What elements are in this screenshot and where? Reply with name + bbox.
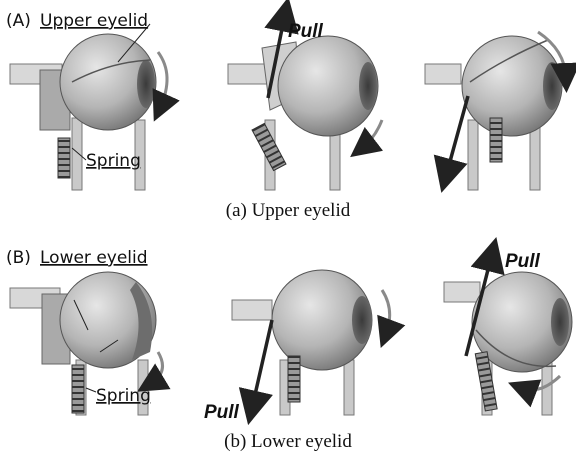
- caption-upper-eyelid: (a) Upper eyelid: [0, 200, 576, 222]
- caption-lower-eyelid: (b) Lower eyelid: [0, 431, 576, 453]
- panel-b-spring-label: Spring: [96, 386, 151, 406]
- panel-a-title: Upper eyelid: [40, 11, 148, 31]
- panel-b-tag: (B): [6, 248, 31, 268]
- lower-eyelid-frame-2: [232, 270, 390, 415]
- upper-eyelid-frame-3: [425, 32, 566, 190]
- lower-eyelid-pull-label-left: Pull: [204, 402, 240, 423]
- panel-a-tag: (A): [6, 11, 31, 31]
- upper-eyelid-row: (A) Upper eyelid Spring Pull: [6, 11, 566, 190]
- panel-a-spring-label: Spring: [86, 151, 141, 171]
- lower-eyelid-row: (B) Lower eyelid Spring Pull: [6, 248, 572, 423]
- panel-b-title: Lower eyelid: [40, 248, 148, 268]
- upper-eyelid-pull-label: Pull: [288, 21, 324, 42]
- lower-eyelid-frame-3: [444, 254, 572, 415]
- lower-eyelid-pull-label-right: Pull: [505, 251, 541, 272]
